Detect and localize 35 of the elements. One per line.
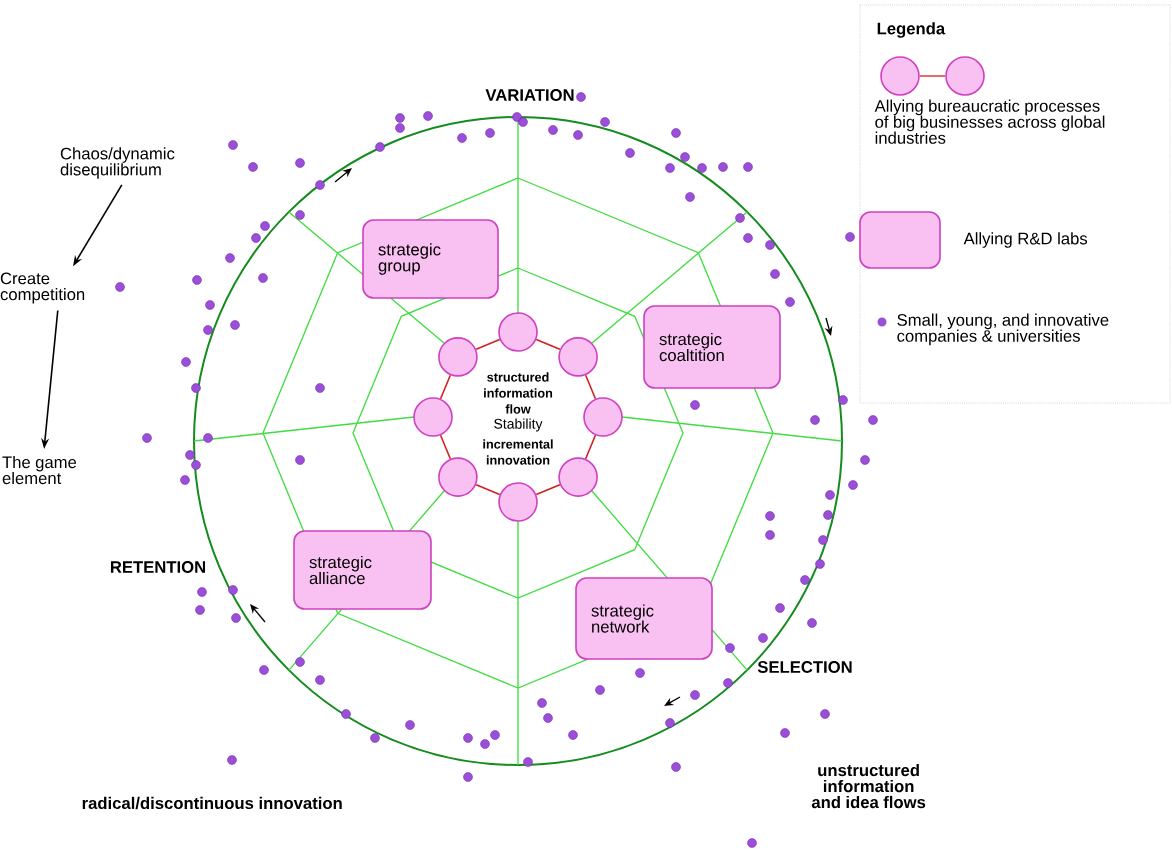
connector-line — [475, 338, 501, 351]
connector-line — [584, 434, 597, 460]
lab-box: strategic alliance — [293, 530, 432, 610]
connector-line — [535, 338, 561, 351]
process-circle — [558, 457, 598, 497]
lab-box: strategic group — [362, 219, 499, 299]
lab-box: strategic coaltition — [643, 305, 781, 389]
process-circle — [498, 482, 538, 522]
process-circle — [583, 397, 623, 437]
center-text: structured information flow — [484, 372, 553, 414]
legend-text: Allying bureaucratic processes of big businesses across global industries — [874, 99, 1105, 144]
flow-text: Create competition — [0, 272, 85, 304]
process-circle — [558, 337, 598, 377]
center-text: Stability — [494, 418, 543, 432]
connector-line — [475, 483, 501, 496]
note-text: unstructured information and idea flows — [811, 763, 926, 809]
connector-line — [535, 483, 561, 496]
heading-label: VARIATION — [485, 89, 574, 101]
note-text: radical/discontinuous innovation — [82, 796, 342, 810]
heading-label: RETENTION — [110, 561, 206, 573]
flow-text: Chaos/dynamic disequilibrium — [60, 147, 175, 179]
lab-box: strategic network — [575, 577, 713, 660]
legend-text: Small, young, and innovative companies & universities — [897, 313, 1109, 346]
process-circle — [413, 397, 453, 437]
connector-line — [584, 374, 597, 400]
process-circle — [498, 312, 538, 352]
connector-line — [439, 374, 452, 400]
heading-label: SELECTION — [757, 661, 852, 673]
flow-text: The game element — [2, 455, 77, 485]
process-circle — [438, 337, 478, 377]
legend-title: Legenda — [877, 22, 946, 38]
center-text: incremental innovation — [483, 439, 553, 465]
process-circle — [438, 457, 478, 497]
connector-line — [439, 434, 452, 460]
legend-text: Allying R&D labs — [963, 232, 1088, 248]
